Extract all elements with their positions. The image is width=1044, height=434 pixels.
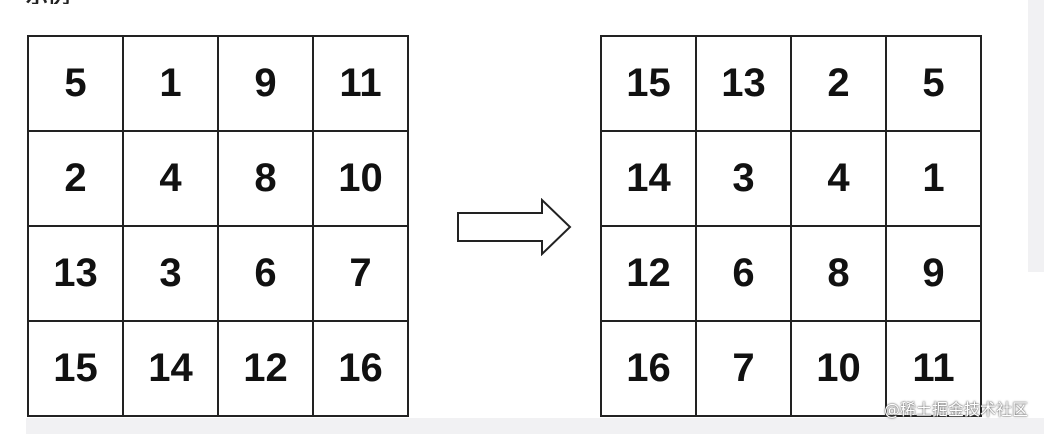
watermark: @稀土掘金技术社区 bbox=[883, 400, 1028, 419]
example-heading: 示例 bbox=[26, 0, 70, 4]
matrix-cell: 16 bbox=[314, 322, 409, 417]
matrix-cell: 12 bbox=[602, 227, 697, 322]
matrix-cell: 5 bbox=[887, 37, 982, 132]
matrix-cell: 13 bbox=[697, 37, 792, 132]
matrix-cell: 13 bbox=[29, 227, 124, 322]
input-matrix: 5 1 9 11 2 4 8 10 13 3 6 7 15 14 12 16 bbox=[27, 35, 409, 417]
matrix-cell: 6 bbox=[697, 227, 792, 322]
matrix-cell: 5 bbox=[29, 37, 124, 132]
matrix-cell: 9 bbox=[219, 37, 314, 132]
bottom-band bbox=[26, 418, 1044, 434]
matrix-cell: 3 bbox=[124, 227, 219, 322]
matrix-cell: 8 bbox=[792, 227, 887, 322]
matrix-cell: 10 bbox=[314, 132, 409, 227]
right-arrow-icon bbox=[457, 198, 572, 256]
matrix-cell: 11 bbox=[887, 322, 982, 417]
matrix-cell: 9 bbox=[887, 227, 982, 322]
matrix-cell: 14 bbox=[124, 322, 219, 417]
matrix-cell: 7 bbox=[697, 322, 792, 417]
matrix-cell: 16 bbox=[602, 322, 697, 417]
matrix-cell: 1 bbox=[887, 132, 982, 227]
side-panel bbox=[1028, 0, 1044, 272]
matrix-cell: 1 bbox=[124, 37, 219, 132]
matrix-cell: 7 bbox=[314, 227, 409, 322]
matrix-cell: 8 bbox=[219, 132, 314, 227]
rotated-matrix: 15 13 2 5 14 3 4 1 12 6 8 9 16 7 10 11 bbox=[600, 35, 982, 417]
matrix-cell: 6 bbox=[219, 227, 314, 322]
matrix-cell: 15 bbox=[29, 322, 124, 417]
matrix-cell: 11 bbox=[314, 37, 409, 132]
matrix-cell: 4 bbox=[124, 132, 219, 227]
matrix-cell: 2 bbox=[792, 37, 887, 132]
matrix-cell: 12 bbox=[219, 322, 314, 417]
matrix-cell: 4 bbox=[792, 132, 887, 227]
matrix-cell: 3 bbox=[697, 132, 792, 227]
matrix-cell: 15 bbox=[602, 37, 697, 132]
matrix-cell: 10 bbox=[792, 322, 887, 417]
matrix-cell: 14 bbox=[602, 132, 697, 227]
matrix-cell: 2 bbox=[29, 132, 124, 227]
